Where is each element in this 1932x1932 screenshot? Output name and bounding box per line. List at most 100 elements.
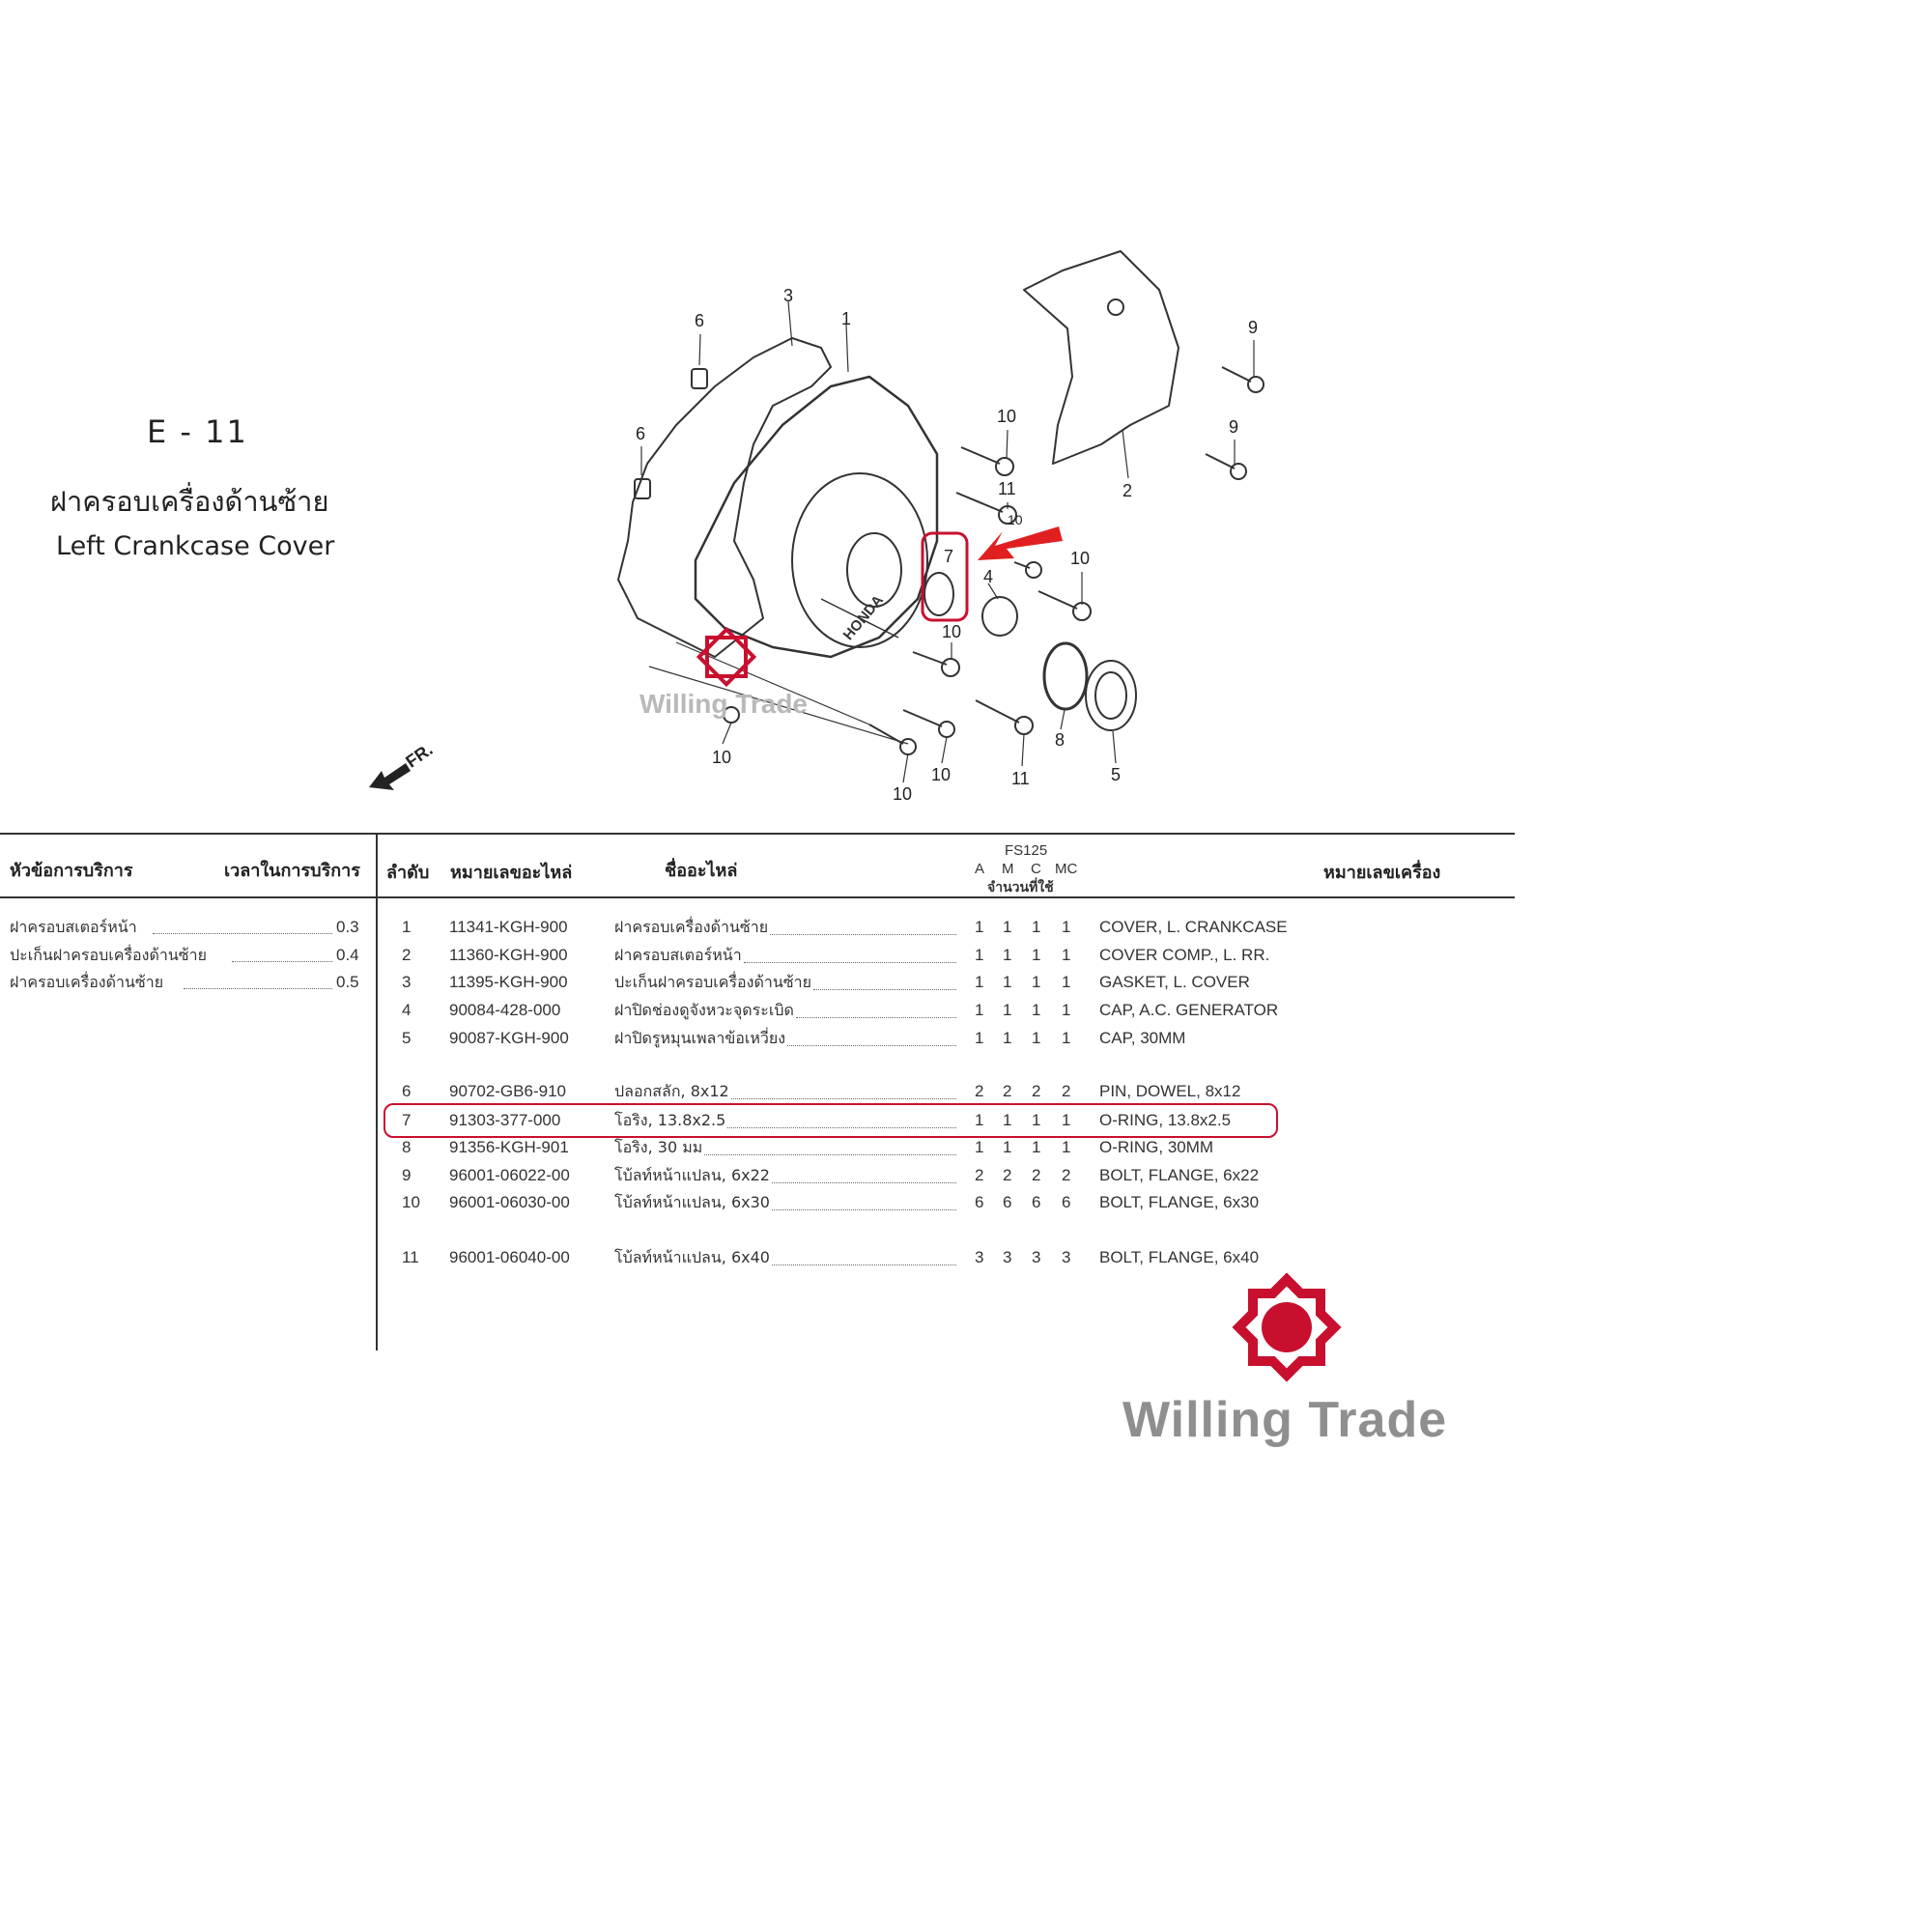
service-item-time: 0.4 xyxy=(336,946,359,964)
cell-qty-mc: 1 xyxy=(1062,1029,1071,1047)
cell-qty-a: 1 xyxy=(975,973,984,991)
cell-part-no: 11341-KGH-900 xyxy=(449,918,568,936)
callout-1: 1 xyxy=(841,309,851,328)
callout-9: 9 xyxy=(1248,318,1258,337)
cell-seq: 1 xyxy=(402,918,412,936)
cell-qty-m: 1 xyxy=(1003,946,1012,964)
highlight-part-7 xyxy=(921,531,969,622)
exploded-parts-diagram: FR. HONDA 1 2 3 4 5 6 6 7 8 9 9 10 10 10… xyxy=(369,250,1264,804)
dowel-pin xyxy=(634,478,651,499)
cell-seq: 11 xyxy=(402,1248,419,1266)
cell-qty-mc: 2 xyxy=(1062,1166,1071,1184)
cell-qty-m: 1 xyxy=(1003,973,1012,991)
cell-qty-mc: 6 xyxy=(1062,1193,1071,1211)
cell-qty-c: 1 xyxy=(1032,1111,1041,1129)
cover-hole xyxy=(846,532,902,608)
dotted-leader xyxy=(731,1098,956,1099)
cell-name-th: ฝาครอบเครื่องด้านซ้าย xyxy=(614,918,769,936)
table-divider xyxy=(376,833,378,1350)
service-item-name: ปะเก็นฝาครอบเครื่องด้านซ้าย xyxy=(10,946,207,964)
header-qty: จำนวนที่ใช้ xyxy=(987,880,1054,895)
service-item-name: ฝาครอบสเตอร์หน้า xyxy=(10,918,137,936)
dotted-leader xyxy=(772,1264,956,1265)
dotted-leader xyxy=(787,1045,956,1046)
cell-name-th: ปะเก็นฝาครอบเครื่องด้านซ้าย xyxy=(614,973,811,991)
cell-part-no: 91303-377-000 xyxy=(449,1111,561,1129)
cell-seq: 7 xyxy=(402,1111,412,1129)
header-model: FS125 xyxy=(1005,842,1048,859)
callout-11b: 11 xyxy=(1011,769,1030,788)
cell-qty-a: 1 xyxy=(975,1001,984,1019)
cell-qty-c: 1 xyxy=(1032,1001,1041,1019)
cap-30mm xyxy=(1085,660,1137,731)
cell-name-th: โบ้ลท์หน้าแปลน, 6x22 xyxy=(614,1166,770,1184)
cell-qty-m: 2 xyxy=(1003,1166,1012,1184)
cell-qty-a: 1 xyxy=(975,1029,984,1047)
service-item-time: 0.5 xyxy=(336,973,359,991)
dowel-pin xyxy=(691,368,708,389)
cell-qty-c: 6 xyxy=(1032,1193,1041,1211)
callout-10d: 10 xyxy=(712,748,731,767)
cell-qty-mc: 1 xyxy=(1062,918,1071,936)
cell-qty-c: 1 xyxy=(1032,1029,1041,1047)
cell-part-no: 90084-428-000 xyxy=(449,1001,561,1019)
callout-10f: 10 xyxy=(931,765,951,784)
cell-seq: 5 xyxy=(402,1029,412,1047)
cell-qty-m: 2 xyxy=(1003,1082,1012,1100)
dotted-leader xyxy=(770,934,956,935)
gasket-outline xyxy=(617,337,832,658)
cell-seq: 2 xyxy=(402,946,412,964)
watermark-text-small: Willing Trade xyxy=(639,689,808,719)
cell-part-no: 11360-KGH-900 xyxy=(449,946,568,964)
cell-qty-a: 3 xyxy=(975,1248,984,1266)
cell-part-no: 96001-06022-00 xyxy=(449,1166,570,1184)
cover-body xyxy=(694,375,939,659)
cell-seq: 3 xyxy=(402,973,412,991)
header-col-m: M xyxy=(1002,861,1014,877)
cell-qty-mc: 1 xyxy=(1062,1001,1071,1019)
cell-name-en: O-RING, 13.8x2.5 xyxy=(1099,1111,1232,1129)
cell-name-en: CAP, 30MM xyxy=(1099,1029,1186,1047)
title-thai: ฝาครอบเครื่องด้านซ้าย xyxy=(50,485,329,518)
cell-qty-mc: 1 xyxy=(1062,946,1071,964)
cell-qty-a: 1 xyxy=(975,1111,984,1129)
cell-qty-c: 2 xyxy=(1032,1082,1041,1100)
cell-qty-m: 1 xyxy=(1003,1111,1012,1129)
cell-qty-a: 1 xyxy=(975,1138,984,1156)
cell-qty-m: 1 xyxy=(1003,1029,1012,1047)
cell-qty-c: 2 xyxy=(1032,1166,1041,1184)
cell-name-en: BOLT, FLANGE, 6x22 xyxy=(1099,1166,1260,1184)
dotted-leader xyxy=(772,1182,956,1183)
cell-qty-c: 1 xyxy=(1032,1138,1041,1156)
header-part-no: หมายเลขอะไหล่ xyxy=(450,863,573,883)
cell-part-no: 11395-KGH-900 xyxy=(449,973,568,991)
cell-name-th: โบ้ลท์หน้าแปลน, 6x40 xyxy=(614,1248,770,1266)
callout-5: 5 xyxy=(1111,765,1121,784)
cell-seq: 8 xyxy=(402,1138,412,1156)
diagram-code: E - 11 xyxy=(147,413,248,450)
cell-name-th: โบ้ลท์หน้าแปลน, 6x30 xyxy=(614,1193,770,1211)
cell-qty-m: 1 xyxy=(1003,1001,1012,1019)
cell-seq: 9 xyxy=(402,1166,412,1184)
cell-name-en: COVER COMP., L. RR. xyxy=(1099,946,1270,964)
table-top-rule xyxy=(0,833,1515,835)
cell-qty-m: 3 xyxy=(1003,1248,1012,1266)
header-col-mc: MC xyxy=(1055,861,1078,877)
cell-name-en: BOLT, FLANGE, 6x30 xyxy=(1099,1193,1260,1211)
cell-name-th: ฝาครอบสเตอร์หน้า xyxy=(614,946,742,964)
cell-qty-mc: 2 xyxy=(1062,1082,1071,1100)
cell-name-th: ฝาปิดช่องดูจังหวะจุดระเบิด xyxy=(614,1001,794,1019)
cell-qty-m: 1 xyxy=(1003,918,1012,936)
cell-qty-m: 1 xyxy=(1003,1138,1012,1156)
callout-2: 2 xyxy=(1122,481,1132,500)
header-seq: ลำดับ xyxy=(386,863,430,883)
sprocket-cover xyxy=(1023,250,1179,465)
cell-qty-a: 1 xyxy=(975,918,984,936)
callout-9b: 9 xyxy=(1229,417,1238,437)
callout-4: 4 xyxy=(983,567,993,586)
cell-qty-mc: 1 xyxy=(1062,1138,1071,1156)
cell-name-en: O-RING, 30MM xyxy=(1099,1138,1214,1156)
o-ring-small xyxy=(923,572,954,616)
cell-name-en: BOLT, FLANGE, 6x40 xyxy=(1099,1248,1260,1266)
cell-name-th: ปลอกสลัก, 8x12 xyxy=(614,1082,729,1100)
